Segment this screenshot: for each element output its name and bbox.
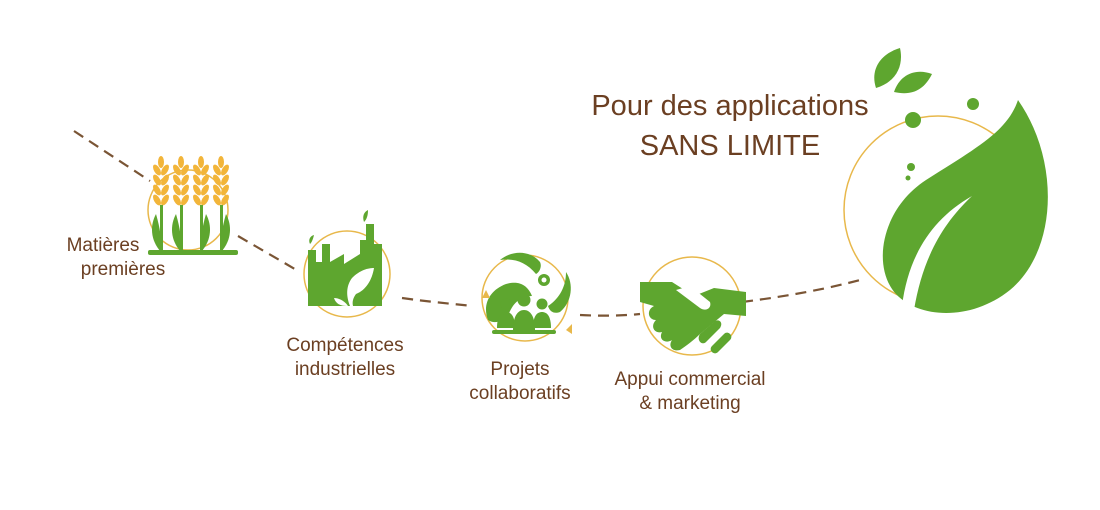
step-collaborative-projects-icon <box>481 252 572 342</box>
final-applications-icon <box>843 48 1048 313</box>
step-label-line-1: Projets <box>490 359 550 380</box>
step-raw-materials-icon <box>147 156 238 255</box>
factory-icon <box>308 210 382 306</box>
headline-line-2: SANS LIMITE <box>639 130 821 162</box>
step-label-line-1: Appui commercial <box>614 369 766 390</box>
step-label-line-2: industrielles <box>294 359 396 380</box>
step-label-industrial-skills: Compétences industrielles <box>260 334 430 382</box>
step-label-commercial-support: Appui commercial & marketing <box>590 368 790 416</box>
step-label-line-1: Matières <box>66 235 140 256</box>
headline: Pour des applications SANS LIMITE <box>555 86 905 166</box>
step-label-line-2: collaboratifs <box>469 383 571 404</box>
step-industrial-skills-icon <box>303 210 391 318</box>
headline-line-1: Pour des applications <box>591 90 869 122</box>
dashed-connector <box>73 130 861 317</box>
leaf-drop-icon <box>874 48 1048 313</box>
step-label-line-2: & marketing <box>639 393 741 414</box>
handshake-icon <box>640 282 746 354</box>
collaboration-icon <box>482 252 572 334</box>
step-commercial-support-icon <box>640 256 746 356</box>
step-label-raw-materials: Matières premières <box>28 234 178 282</box>
step-label-collaborative-projects: Projets collaboratifs <box>440 358 600 406</box>
sprout-icon <box>334 268 374 306</box>
step-label-line-2: premières <box>80 259 166 280</box>
step-label-line-1: Compétences <box>286 335 404 356</box>
wheat-icon <box>148 156 238 255</box>
